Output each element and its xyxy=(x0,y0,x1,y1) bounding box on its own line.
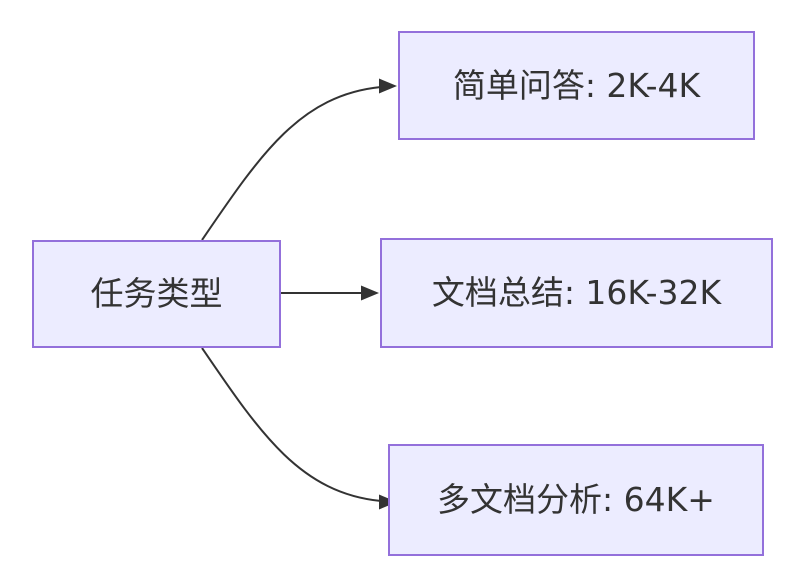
node-doc-summary: 文档总结: 16K-32K xyxy=(380,238,773,348)
arrowhead-simple-qa xyxy=(379,78,397,94)
node-task-type: 任务类型 xyxy=(32,240,281,348)
arrowhead-doc-summary xyxy=(361,285,379,301)
edge-root-to-simple-qa xyxy=(201,86,382,241)
node-simple-qa-label: 简单问答: 2K-4K xyxy=(452,65,701,105)
edge-root-to-multi-doc xyxy=(201,347,382,502)
node-multi-doc: 多文档分析: 64K+ xyxy=(388,444,764,556)
node-simple-qa: 简单问答: 2K-4K xyxy=(398,31,755,140)
node-multi-doc-label: 多文档分析: 64K+ xyxy=(437,480,715,520)
node-task-type-label: 任务类型 xyxy=(90,274,223,314)
node-doc-summary-label: 文档总结: 16K-32K xyxy=(431,273,722,313)
